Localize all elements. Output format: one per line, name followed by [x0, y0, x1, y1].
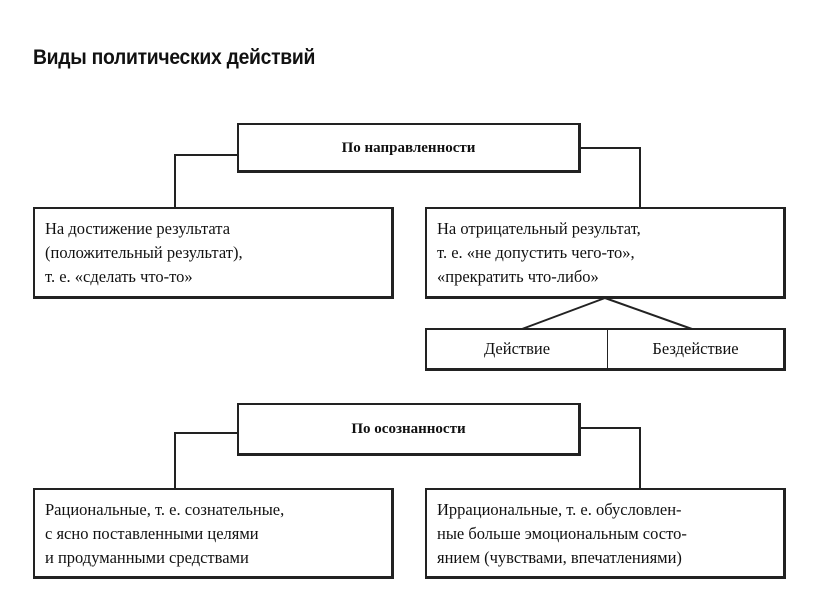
box-line: На отрицательный результат, [437, 219, 641, 238]
box-line: с ясно поставленными целями [45, 524, 259, 543]
box-line: т. е. «сделать что-то» [45, 267, 193, 286]
box-line: и продуманными средствами [45, 548, 249, 567]
negative-result-box: На отрицательный результат, т. е. «не до… [425, 207, 786, 299]
box-line: Рациональные, т. е. сознательные, [45, 500, 285, 519]
box-line: ные больше эмоциональным состо- [437, 524, 687, 543]
direction-header-box: По направленности [237, 123, 581, 173]
box-line: «прекратить что-либо» [437, 267, 599, 286]
connector-direction-left [174, 154, 237, 207]
box-line: янием (чувствами, впечатлениями) [437, 548, 682, 567]
page-title: Виды политических действий [33, 46, 316, 69]
box-line: т. е. «не допустить чего-то», [437, 243, 635, 262]
box-line: (положительный результат), [45, 243, 243, 262]
positive-result-box: На достижение результата (положительный … [33, 207, 394, 299]
connector-to-action [521, 297, 606, 330]
awareness-header-box: По осознанности [237, 403, 581, 456]
irrational-box: Иррациональные, т. е. обусловлен- ные бо… [425, 488, 786, 579]
connector-awareness-right [580, 427, 641, 488]
connector-direction-right [580, 147, 641, 207]
action-inaction-box: Действие Бездействие [425, 328, 786, 371]
box-line: На достижение результата [45, 219, 231, 238]
inaction-cell: Бездействие [652, 339, 739, 358]
rational-box: Рациональные, т. е. сознательные, с ясно… [33, 488, 394, 579]
action-cell: Действие [427, 330, 608, 368]
connector-awareness-left [174, 432, 237, 488]
connector-to-inaction [604, 297, 693, 330]
box-line: Иррациональные, т. е. обусловлен- [437, 500, 682, 519]
